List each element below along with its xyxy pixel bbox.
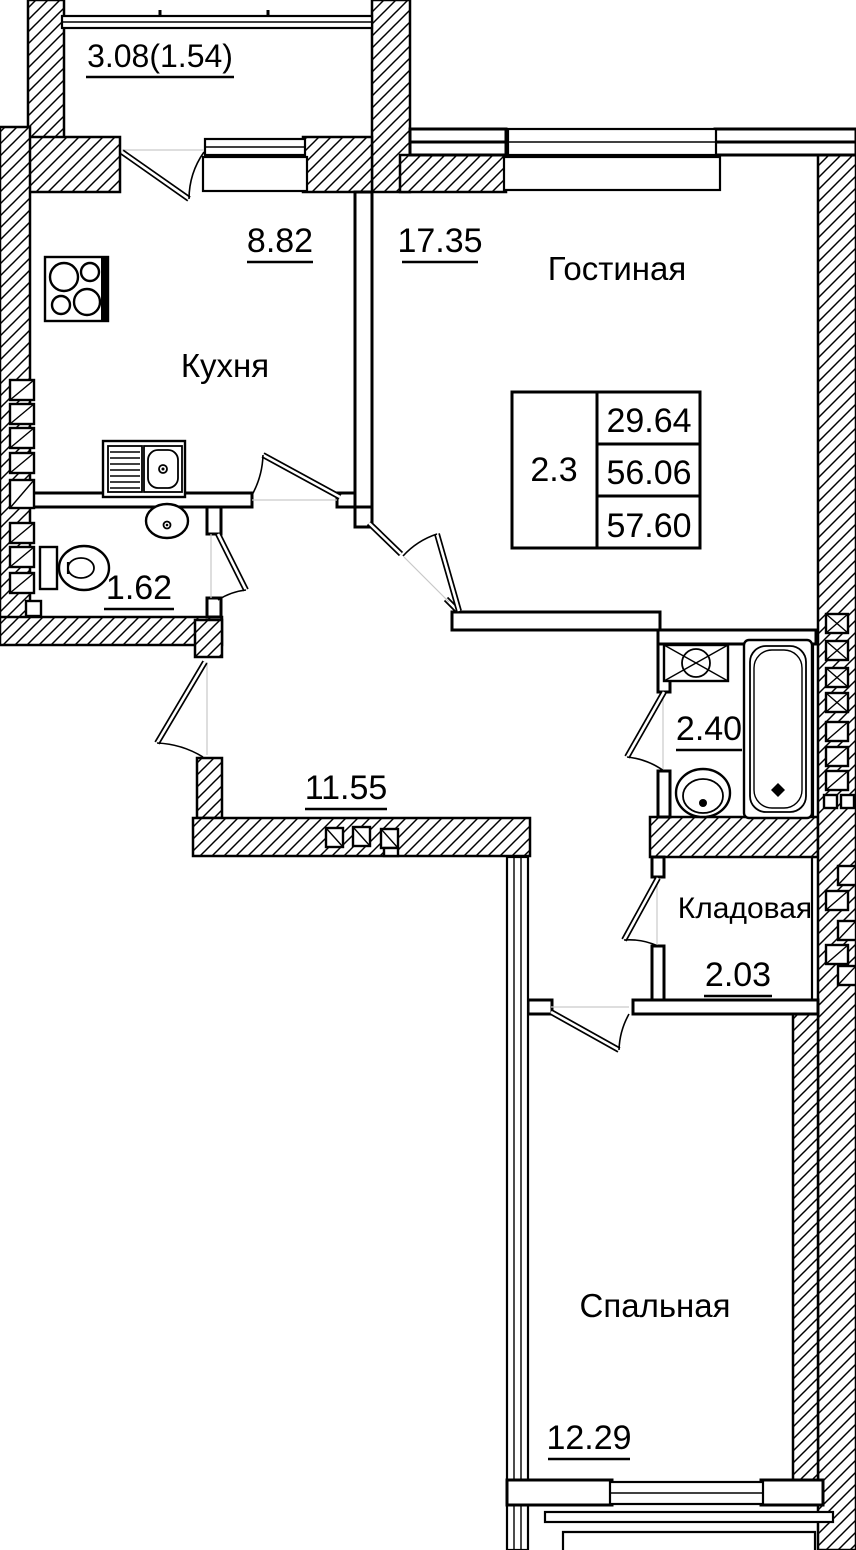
table-rooms-value: 2.3 <box>530 451 577 489</box>
vent-column-bathroom <box>822 612 856 810</box>
table-apartment-area-value: 56.06 <box>606 454 691 492</box>
info-table: 2.3 29.64 56.06 57.60 <box>510 390 702 550</box>
toilet-icon <box>38 544 111 592</box>
toilet-door <box>210 532 249 601</box>
room-labels: 3.08(1.54) 8.82 Кухня 17.35 Гостиная 1.6… <box>86 38 812 1461</box>
living-room-door <box>402 533 462 612</box>
stove-icon <box>43 255 110 323</box>
kitchen-sink-icon <box>101 439 187 499</box>
vent-row-hallway <box>324 825 400 858</box>
balcony-glazing <box>60 10 374 30</box>
storage-name-label: Кладовая <box>678 892 812 925</box>
bedroom-name-label: Спальная <box>580 1287 731 1324</box>
windows <box>60 10 765 1506</box>
balcony-door <box>120 149 205 202</box>
entrance-door <box>154 660 208 758</box>
walls-partition <box>28 127 856 1550</box>
storage-area-label: 2.03 <box>705 956 771 994</box>
living-room-window <box>502 127 722 192</box>
storage-door <box>621 876 661 947</box>
table-total-area-value: 57.60 <box>606 507 691 545</box>
balcony-area-label: 3.08(1.54) <box>87 38 233 74</box>
bathroom-area-label: 2.40 <box>676 710 742 748</box>
vent-column-storage <box>824 864 856 987</box>
fixtures <box>38 255 814 820</box>
vent-blocks <box>8 378 856 987</box>
kitchen-window <box>201 137 309 193</box>
washing-machine-icon <box>662 643 730 683</box>
vent-column-left <box>8 378 43 618</box>
kitchen-name-label: Кухня <box>181 347 269 384</box>
bathroom-door <box>624 690 667 772</box>
bedroom-door <box>549 1006 630 1053</box>
toilet-area-label: 1.62 <box>106 569 172 607</box>
table-living-area-value: 29.64 <box>606 402 691 440</box>
kitchen-door <box>251 452 342 501</box>
living-room-name-label: Гостиная <box>548 250 687 287</box>
toilet-washbasin-icon <box>144 502 190 540</box>
bedroom-window <box>608 1480 765 1506</box>
living-room-area-label: 17.35 <box>397 222 482 260</box>
bathtub-icon <box>742 638 814 820</box>
bedroom-area-label: 12.29 <box>546 1419 631 1457</box>
bathroom-sink-icon <box>674 767 732 819</box>
kitchen-area-label: 8.82 <box>247 222 313 260</box>
doors <box>120 149 667 1053</box>
hallway-area-label: 11.55 <box>305 769 388 807</box>
